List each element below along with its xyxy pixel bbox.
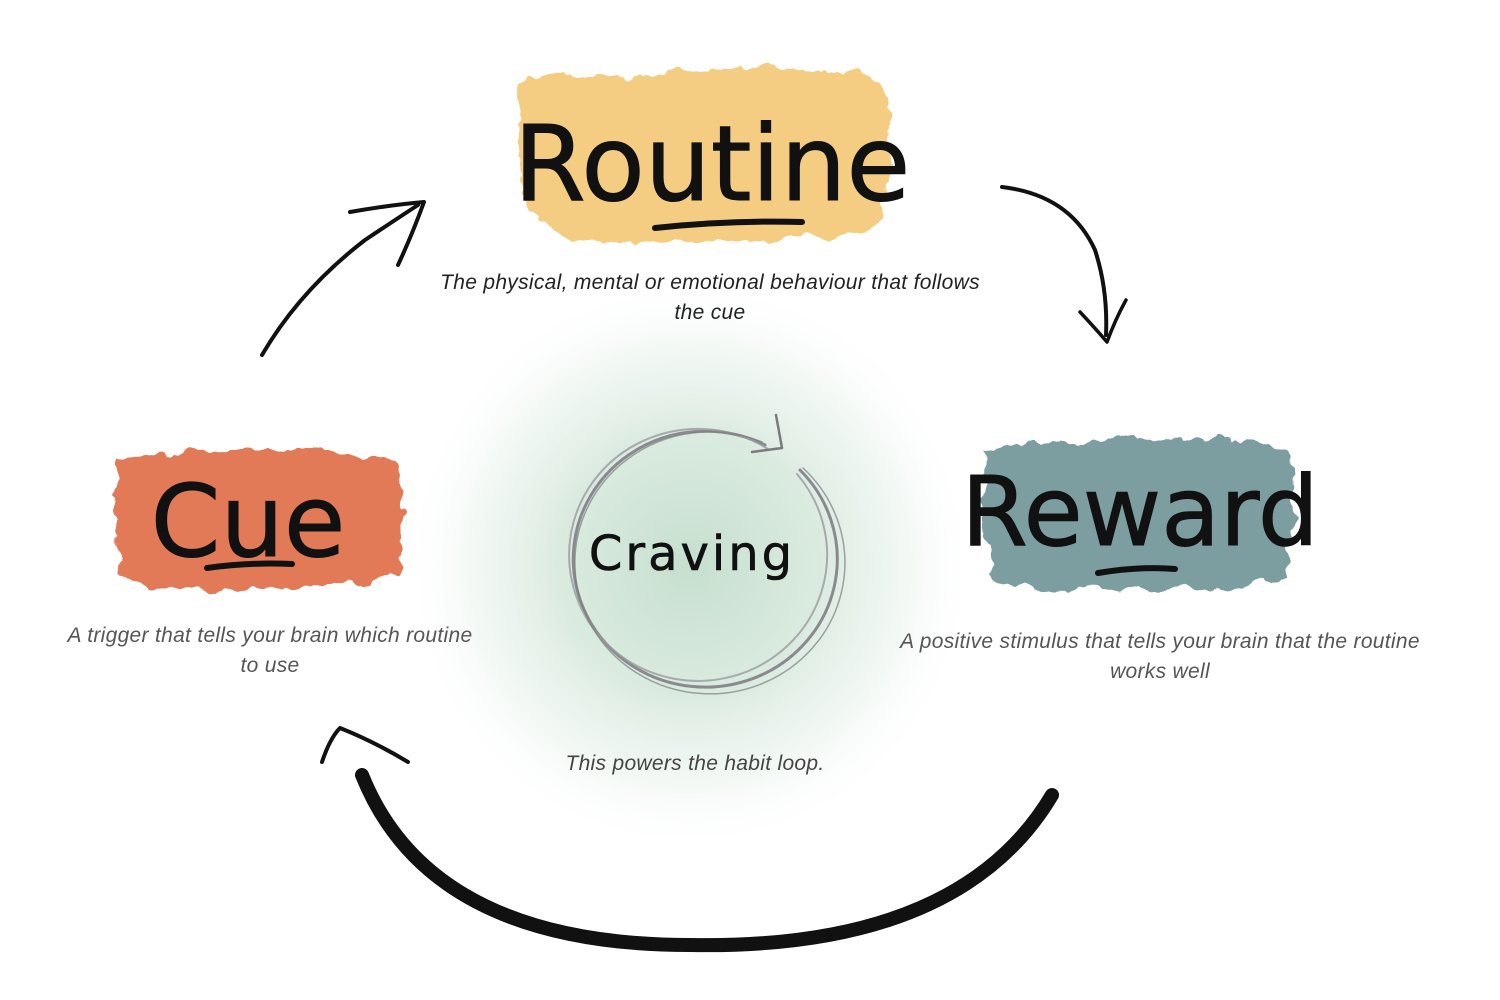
cue-title: Cue bbox=[151, 463, 346, 580]
craving-title: Craving bbox=[589, 526, 795, 582]
routine-node: Routine bbox=[513, 67, 911, 243]
routine-description: The physical, mental or emotional behavi… bbox=[440, 271, 980, 324]
cue-blob bbox=[114, 450, 403, 589]
routine-blob bbox=[516, 67, 891, 243]
arrow-reward-to-cue bbox=[320, 726, 1059, 953]
routine-title: Routine bbox=[514, 103, 911, 225]
cue-node: Cue bbox=[114, 450, 403, 589]
reward-node: Reward bbox=[961, 439, 1319, 591]
reward-blob bbox=[982, 439, 1293, 591]
craving-description: This powers the habit loop. bbox=[565, 752, 825, 775]
craving-ring bbox=[568, 427, 846, 695]
craving-node: Craving bbox=[568, 413, 846, 695]
craving-ring-arrowhead bbox=[750, 413, 784, 454]
reward-underline bbox=[1095, 565, 1178, 576]
reward-description: A positive stimulus that tells your brai… bbox=[900, 630, 1420, 683]
cue-underline bbox=[204, 560, 295, 571]
routine-underline bbox=[652, 218, 805, 231]
cue-description: A trigger that tells your brain which ro… bbox=[67, 624, 473, 677]
reward-title: Reward bbox=[961, 456, 1319, 568]
arrow-cue-to-routine bbox=[260, 200, 426, 357]
arrow-routine-to-reward bbox=[1000, 185, 1128, 344]
craving-glow bbox=[400, 275, 980, 855]
